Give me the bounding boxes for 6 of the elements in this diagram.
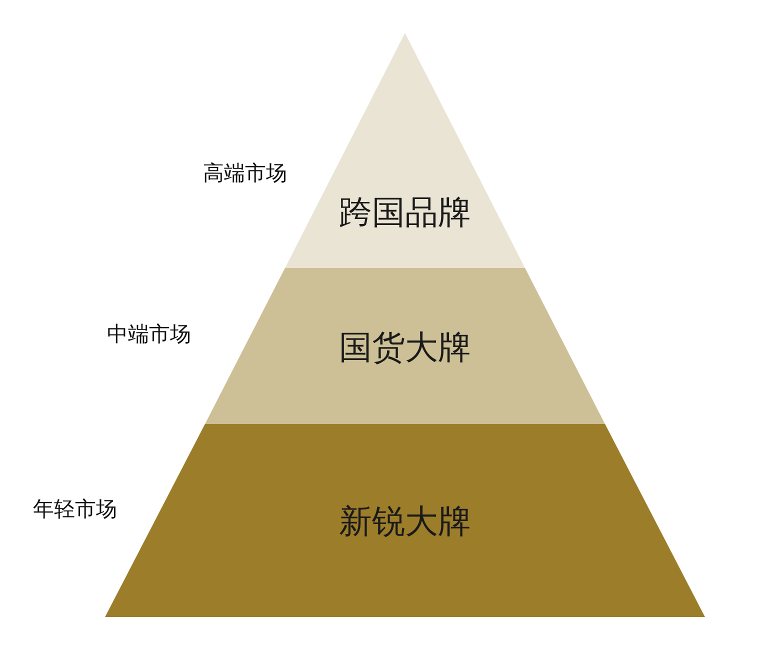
tier-label: 跨国品牌 xyxy=(339,192,471,234)
market-label: 中端市场 xyxy=(107,321,191,348)
market-label: 年轻市场 xyxy=(33,496,117,523)
tier-label: 国货大牌 xyxy=(339,326,471,368)
tier-label: 新锐大牌 xyxy=(339,500,471,542)
market-label: 高端市场 xyxy=(203,160,287,187)
